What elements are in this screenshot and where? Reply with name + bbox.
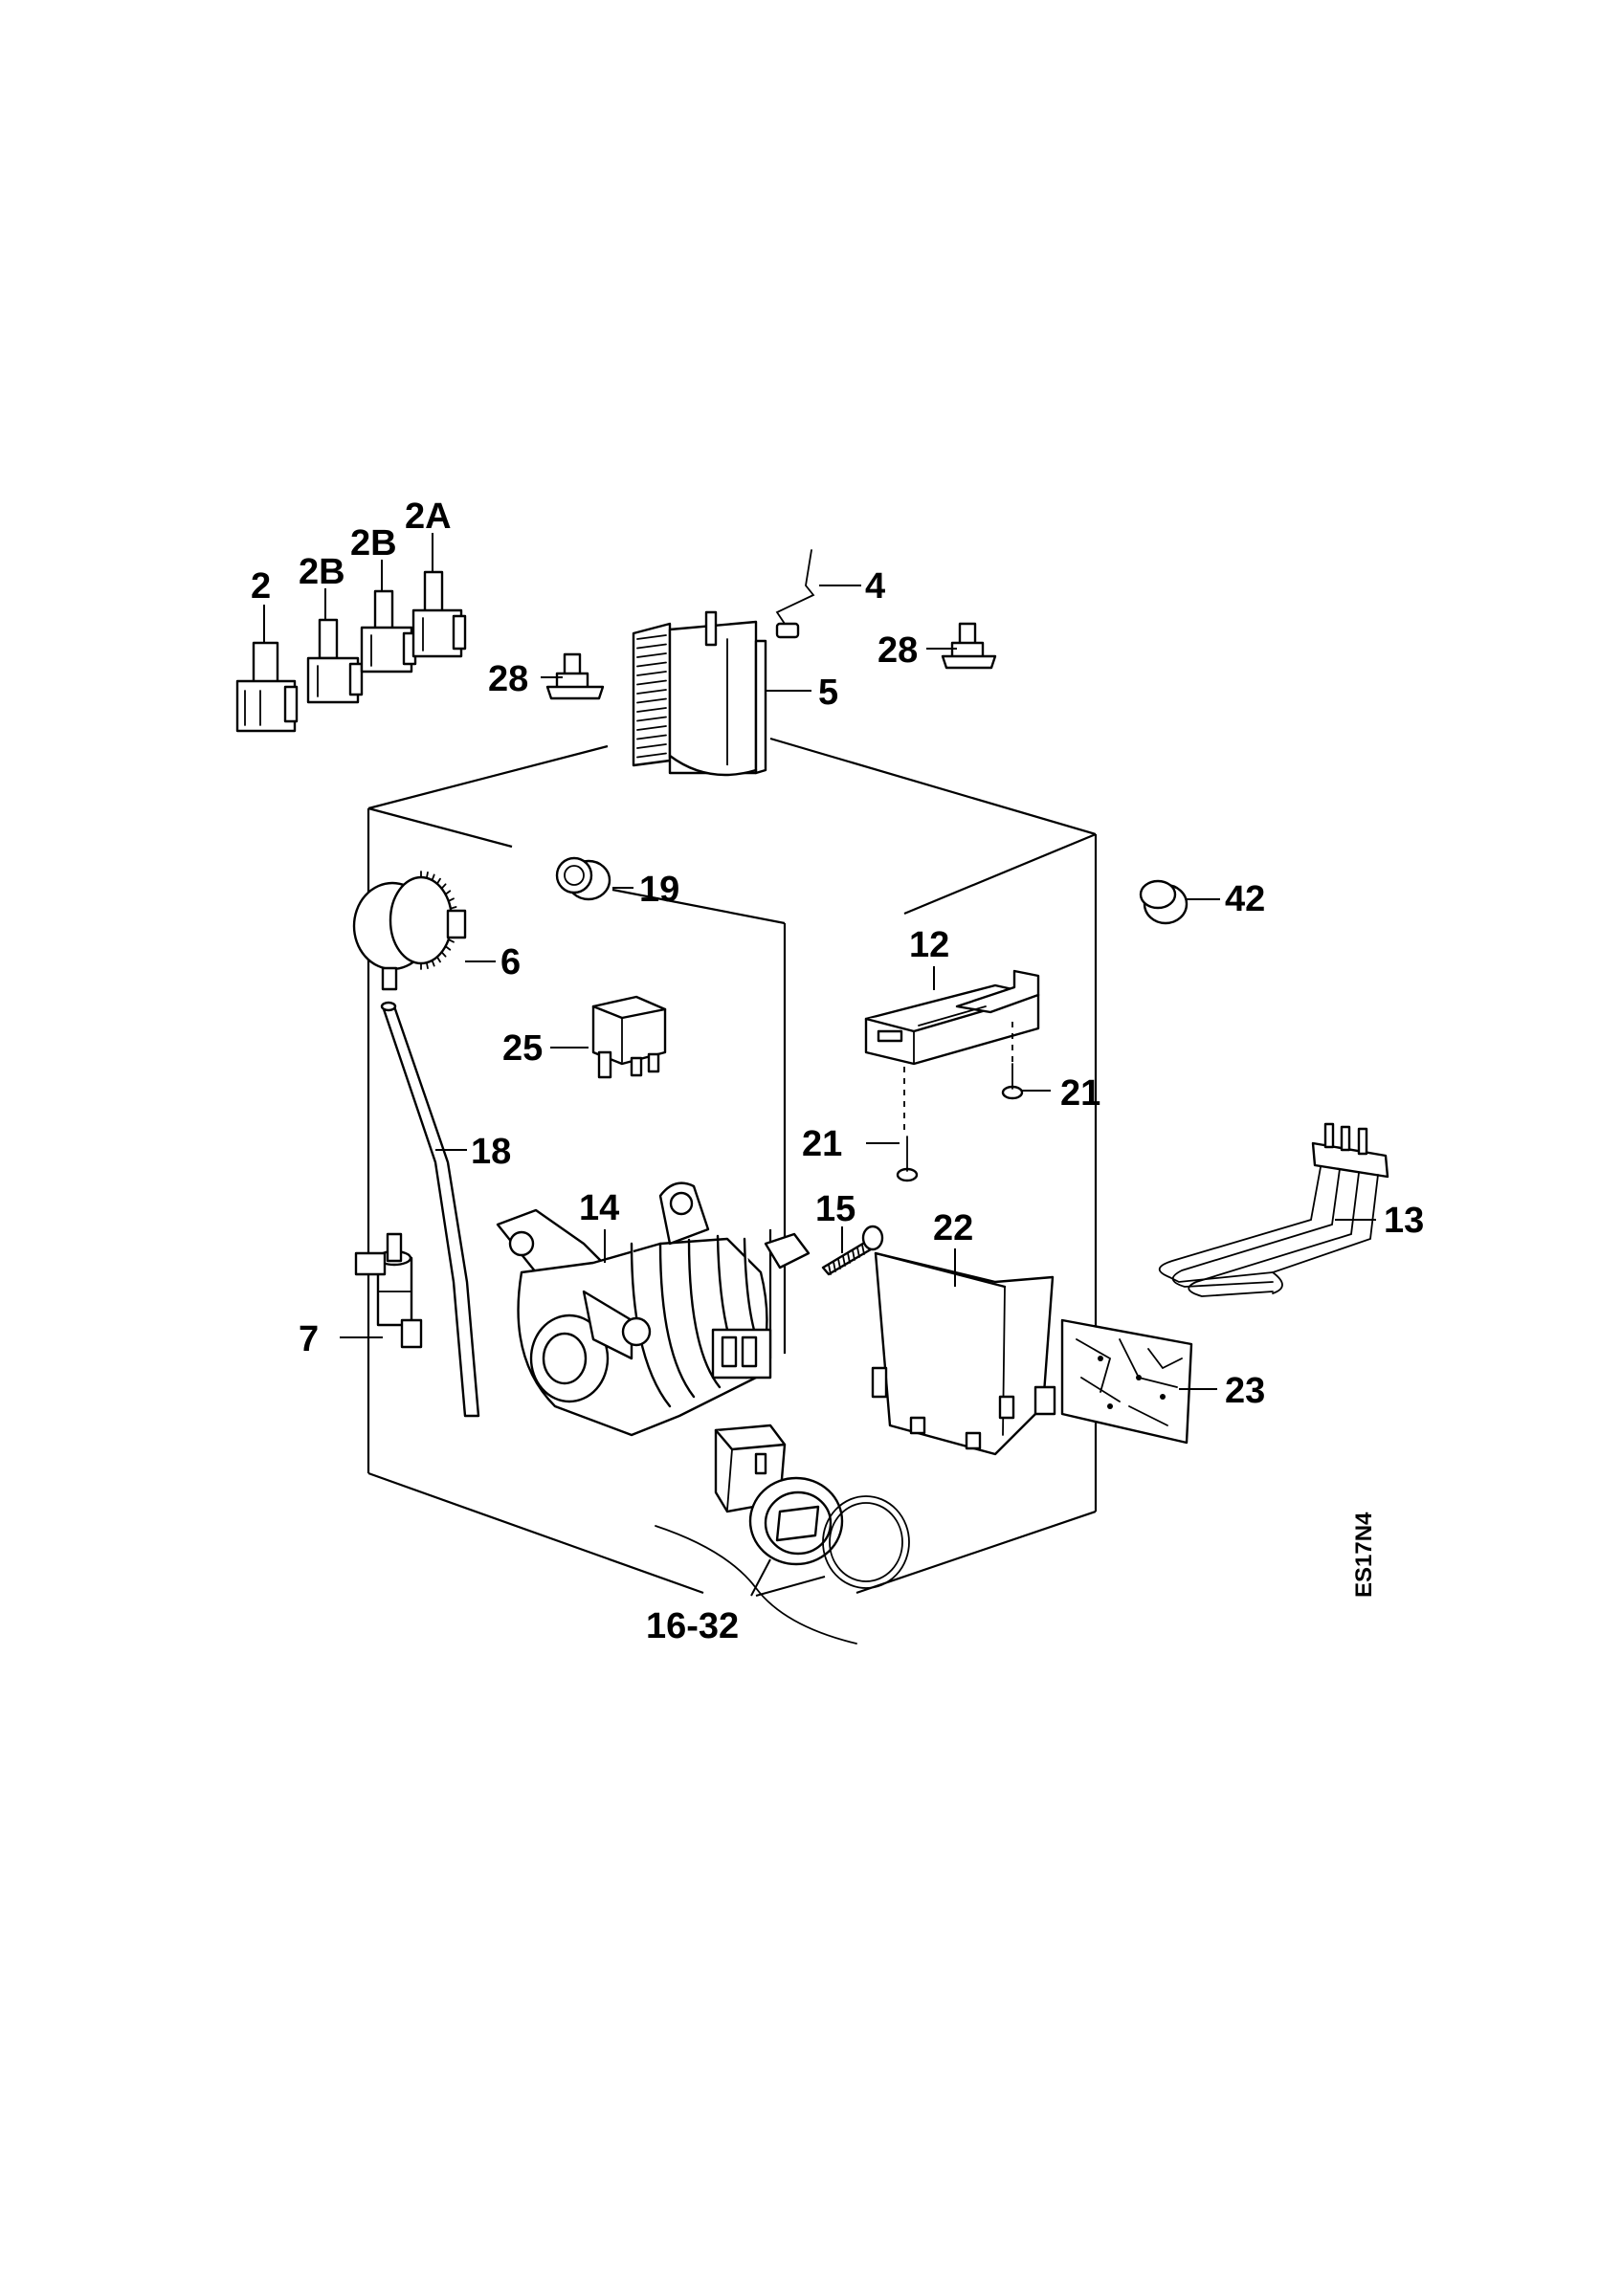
knob-part-28-left: [545, 652, 605, 700]
knob-part-28-right: [941, 622, 997, 670]
pump-seal-ring-part-32: [822, 1495, 910, 1589]
label-2b-left: 2B: [299, 552, 345, 592]
part-labels: 2 2B 2B 2A 4 28 28 5 19 42 6 12 25 21 21…: [251, 497, 1424, 1646]
bracket-part-22: [871, 1251, 1056, 1456]
label-42: 42: [1225, 879, 1265, 919]
leader-lines: [263, 533, 1376, 1597]
heating-element-part-13: [1158, 1122, 1389, 1297]
label-13: 13: [1384, 1201, 1424, 1241]
selector-switch-2b-right: [360, 589, 417, 673]
label-21-left: 21: [802, 1124, 842, 1164]
pressure-switch-part-6: [352, 871, 467, 991]
grommet-part-19: [555, 856, 611, 901]
label-19: 19: [639, 870, 679, 910]
door-lock-part-12: [864, 969, 1040, 1066]
motor-part-14: [496, 1181, 811, 1437]
cable-part-4: [775, 549, 815, 639]
label-6: 6: [500, 942, 521, 982]
label-28-left: 28: [488, 659, 528, 699]
label-5: 5: [818, 673, 838, 713]
plug-part-42: [1139, 879, 1189, 925]
label-16-32: 16-32: [646, 1606, 739, 1646]
label-4: 4: [865, 566, 885, 607]
label-2: 2: [251, 566, 271, 607]
label-22: 22: [933, 1208, 973, 1248]
hose-part-18: [380, 1001, 480, 1418]
drain-pump-part-16: [714, 1424, 844, 1566]
label-23: 23: [1225, 1371, 1265, 1411]
programme-timer-part-5: [632, 610, 767, 777]
label-2b-right: 2B: [350, 523, 397, 563]
label-21-right: 21: [1060, 1073, 1100, 1114]
circuit-board-part-23: [1060, 1318, 1193, 1445]
screw-part-21-left: [896, 1136, 919, 1182]
label-28-right: 28: [878, 630, 918, 671]
label-12: 12: [909, 925, 949, 965]
label-14: 14: [579, 1188, 619, 1228]
selector-switch-2a: [411, 570, 467, 658]
drawing-code: ES17N4: [1351, 1512, 1377, 1598]
label-25: 25: [502, 1028, 543, 1069]
label-15: 15: [815, 1189, 855, 1229]
water-valve-part-7: [354, 1232, 423, 1349]
screw-part-21-right: [1001, 1063, 1024, 1100]
screw-part-15: [821, 1225, 884, 1276]
label-7: 7: [299, 1319, 319, 1359]
selector-switch-2: [235, 641, 299, 733]
label-18: 18: [471, 1132, 511, 1172]
label-2a: 2A: [405, 497, 452, 537]
relay-part-25: [591, 995, 667, 1079]
selector-switch-2b-left: [306, 618, 364, 704]
